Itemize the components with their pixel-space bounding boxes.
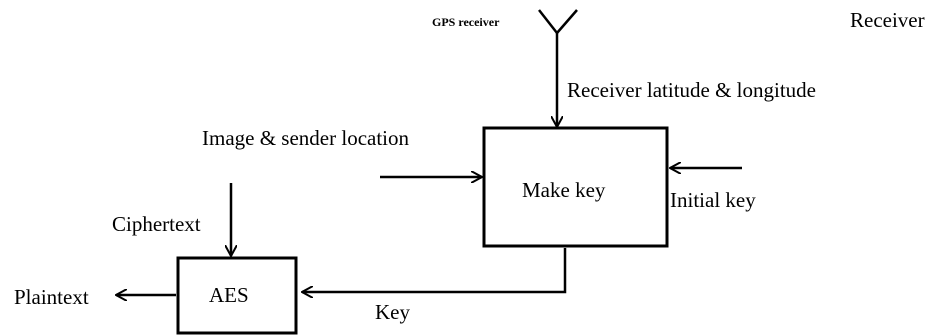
section-label-receiver: Receiver — [850, 8, 925, 32]
aes-box — [176, 256, 298, 335]
plaintext-label: Plaintext — [14, 285, 89, 309]
initial-key-label: Initial key — [670, 188, 756, 212]
make-key-box — [482, 126, 669, 248]
ciphertext-label: Ciphertext — [112, 212, 201, 236]
key-path-line — [302, 248, 567, 292]
receiver-coords-label: Receiver latitude & longitude — [567, 78, 817, 102]
image-sender-location-label: Image & sender location — [202, 126, 410, 150]
gps-receiver-label: GPS receiver — [432, 15, 500, 29]
aes-label: AES — [209, 283, 249, 307]
gps-antenna-icon — [538, 9, 578, 80]
key-label: Key — [375, 300, 410, 324]
make-key-label: Make key — [522, 178, 606, 202]
